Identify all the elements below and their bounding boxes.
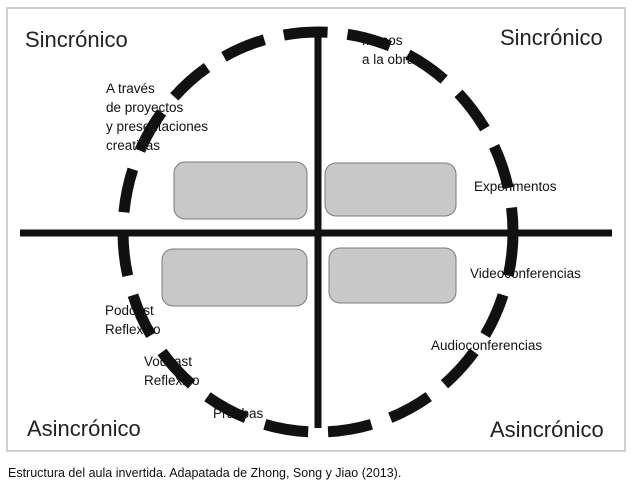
- label-line: A través: [106, 81, 155, 96]
- label-line: Reflexivo: [105, 322, 161, 337]
- label-line: Videoconferencias: [470, 266, 581, 281]
- title-bottom-left: Asincrónico: [27, 416, 141, 441]
- title-top-left: Sincrónico: [25, 27, 128, 52]
- label-line: Vodcast: [144, 354, 193, 369]
- label-audioconferencias: Audioconferencias: [431, 336, 542, 355]
- label-manos-a-la-obra: Manos a la obra: [362, 31, 415, 69]
- box-bottom-left: [161, 248, 308, 307]
- label-line: Podcast: [105, 303, 154, 318]
- box-bottom-right: [328, 247, 457, 304]
- label-line: Experimentos: [474, 179, 557, 194]
- box-top-right: [324, 162, 457, 217]
- label-experimentos: Experimentos: [474, 177, 557, 196]
- box-top-left: [173, 161, 308, 220]
- label-line: y presentaciones: [106, 119, 209, 134]
- title-top-right: Sincrónico: [500, 25, 603, 50]
- label-line: Pruebas: [213, 406, 264, 421]
- figure-caption: Estructura del aula invertida. Adapatada…: [8, 466, 402, 480]
- label-vodcast-reflexivo: Vodcast Reflexivo: [144, 352, 200, 390]
- label-line: de proyectos: [106, 100, 184, 115]
- flipped-classroom-diagram: [20, 26, 612, 438]
- label-line: a la obra: [362, 52, 415, 67]
- label-videoconferencias: Videoconferencias: [470, 264, 581, 283]
- label-line: Audioconferencias: [431, 338, 543, 353]
- label-line: Manos: [362, 33, 403, 48]
- title-bottom-right: Asincrónico: [490, 417, 604, 442]
- label-line: Reflexivo: [144, 373, 200, 388]
- label-pruebas: Pruebas: [213, 404, 263, 423]
- label-podcast-reflexivo: Podcast Reflexivo: [105, 301, 161, 339]
- label-proyectos: A través de proyectos y presentaciones c…: [106, 79, 208, 155]
- label-line: creativas: [106, 138, 161, 153]
